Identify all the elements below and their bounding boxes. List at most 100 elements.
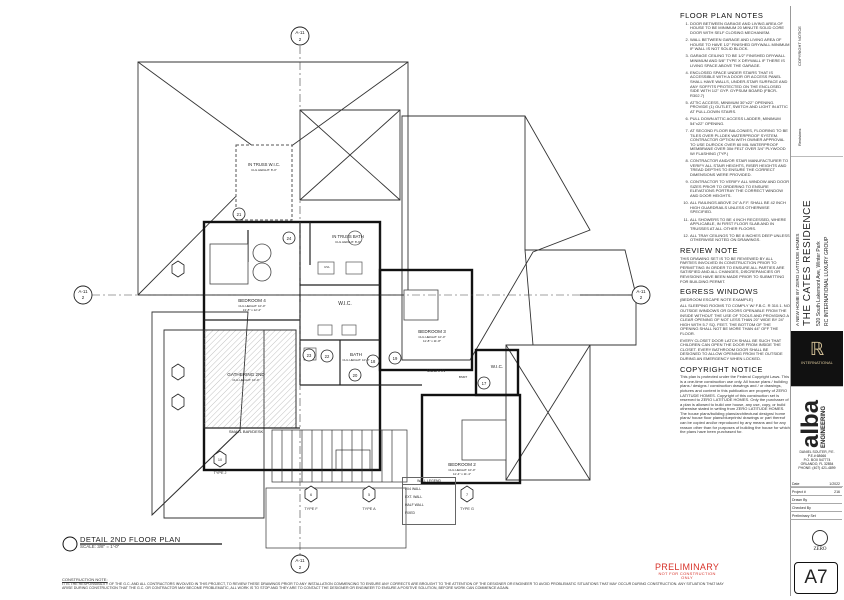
note-item: ATTIC ACCESS, MINIMUM 30"x22" OPENING. P… <box>690 100 790 115</box>
note-item: CONTRACTOR AND/OR STAIR MANUFACTURER TO … <box>690 158 790 177</box>
wall-legend: WALL LEGEND 2X4 WALL EXT. WALL HALF WALL… <box>402 477 456 525</box>
room-wic: W.I.C. <box>338 301 352 307</box>
egress-section: EGRESS WINDOWS (BEDROOM ESCAPE NOTE EXAM… <box>680 287 790 361</box>
tag-num-f: 6 <box>310 493 312 497</box>
room-small-bar-desk: SMALL BAR/DESK <box>229 429 264 434</box>
room-uvl: UVL <box>324 265 330 269</box>
tag-24: 24 <box>287 236 292 241</box>
note-item: AT SECOND FLOOR BALCONIES, FLOORING TO B… <box>690 128 790 157</box>
grid-axes <box>92 46 632 560</box>
revisions-box: COPYRIGHT NOTICE Revisions <box>791 6 843 157</box>
room-in-truss-wic: IN TRUSS W.I.C. <box>248 162 280 167</box>
room-in-truss-bath-height: CLG HEIGHT: 8'-6" <box>335 240 361 244</box>
egress-sub: (BEDROOM ESCAPE NOTE EXAMPLE) <box>680 296 753 302</box>
info-label: Checked By <box>792 505 811 510</box>
room-in-truss-bath: IN TRUSS BATH <box>332 234 364 239</box>
gathering-area <box>203 329 297 429</box>
tag-20: 20 <box>353 373 358 378</box>
legend-row: FIXED <box>403 509 455 517</box>
info-row: Preliminary Set <box>790 512 842 520</box>
drawing-scale: SCALE: 3/8" = 1'-0" <box>80 544 120 549</box>
info-label: Date <box>792 481 800 486</box>
engineer-line: ORLANDO, FL 32854 <box>800 462 834 466</box>
construction-note: CONSTRUCTION NOTE: IT IS THE RESPONSIBIL… <box>62 578 728 591</box>
project-group: RC INTERNATIONAL LUXURY GROUP <box>824 236 830 326</box>
type-g-label: TYPE G <box>460 507 474 511</box>
stairs <box>265 429 408 549</box>
copyright-section: COPYRIGHT NOTICE This plan is protected … <box>680 364 790 435</box>
tag-num-a: 5 <box>368 493 370 497</box>
floor-plan-notes-list: DOOR BETWEEN GARAGE AND LIVING AREA OF H… <box>680 21 790 243</box>
legend-label: HALF WALL <box>405 503 424 507</box>
tag-num-g: 7 <box>466 493 468 497</box>
marker-axis-right: 2 <box>640 295 643 300</box>
project-address: 520 South Lakemont Ave, Winter Park <box>816 241 822 326</box>
room-bedroom-2-height: CLG HEIGHT: 10'-0" <box>448 468 475 472</box>
note-item: ALL SHOWERS TO BE 4 INCH RECESSED, WHERE… <box>690 217 790 232</box>
copyright-text: This plan is protected under the Federal… <box>680 374 790 435</box>
info-row: Checked By <box>790 504 842 512</box>
note-item: ALL TRAY CEILINGS TO BE 8 INCHES DEEP UN… <box>690 233 790 243</box>
type-j-label: TYPE J <box>214 471 227 475</box>
room-bedroom-3: BEDROOM 3 <box>418 329 446 334</box>
notes-column: FLOOR PLAN NOTES DOOR BETWEEN GARAGE AND… <box>680 11 790 574</box>
type-a-label: TYPE A <box>362 507 376 511</box>
preliminary-text: PRELIMINARY <box>655 562 720 572</box>
room-bedroom-4: BEDROOM 4 <box>238 298 266 303</box>
room-bath: BATH <box>350 352 362 357</box>
tag-23: 23 <box>307 353 312 358</box>
marker-axis-top: 2 <box>299 37 302 42</box>
room-bedroom-3-height: CLG HEIGHT: 10'-0" <box>418 335 445 339</box>
info-label: Preliminary Set <box>792 513 816 518</box>
drawing-title-block: DETAIL 2ND FLOOR PLAN SCALE: 3/8" = 1'-0… <box>80 535 181 549</box>
project-name: THE CATES RESIDENCE <box>802 200 813 326</box>
engineer-brand-2: ENGINEERING <box>821 405 827 448</box>
marker-axis-left: 2 <box>82 295 85 300</box>
detail-title-bubble <box>62 536 78 552</box>
note-item: WALL BETWEEN GARAGE AND LIVING AREA OF H… <box>690 37 790 52</box>
preliminary-sub-2: ONLY <box>681 575 693 580</box>
copyright-heading: COPYRIGHT NOTICE <box>680 364 763 374</box>
note-item: GARAGE CEILING TO BE 1/2" FINISHED DRYWA… <box>690 54 790 68</box>
engineer-line: P.E.# 68666 <box>807 454 827 458</box>
construction-note-text: IT IS THE RESPONSIBILITY OF THE G.C. AND… <box>62 582 724 590</box>
zero-logo-text: ZERO <box>813 547 827 552</box>
rc-logo: ℝ INTERNATIONAL <box>791 331 843 387</box>
type-f-label: TYPE F <box>304 507 318 511</box>
construction-note-label: CONSTRUCTION NOTE: <box>62 577 108 582</box>
review-note-text: THIS DRAWING SET IS TO BE REVIEWED BY AL… <box>680 255 785 284</box>
info-label: Project # <box>792 489 806 494</box>
roof-outline <box>137 61 637 519</box>
legend-label: 2X4 WALL <box>405 487 422 491</box>
marker-top: A-11 <box>295 30 305 35</box>
note-item: PULL DOWN ATTIC ACCESS LADDER, MINIMUM 5… <box>690 116 790 126</box>
copyright-label: COPYRIGHT NOTICE <box>797 26 802 66</box>
engineer-line: PHONE: (407) 421-4899 <box>798 466 836 470</box>
note-item: ENCLOSED SPACE UNDER STAIRS THAT IS ACCE… <box>690 70 790 99</box>
note-item: DOOR BETWEEN GARAGE AND LIVING AREA OF H… <box>690 21 790 36</box>
tag-22: 22 <box>325 354 330 359</box>
legend-row: EXT. WALL <box>403 493 455 501</box>
bath-fixtures <box>303 230 363 361</box>
info-label: Drawn By <box>792 497 808 502</box>
section-marker-labels: A-11 A-11 A-11 A-11 2 2 2 2 <box>78 30 646 570</box>
tag-19: 19 <box>393 356 398 361</box>
room-bedroom-4-height: CLG HEIGHT: 10'-0" <box>238 304 265 308</box>
tag-num-j: 10 <box>218 458 222 462</box>
section-markers <box>73 26 651 574</box>
room-wic-2: W.I.C. <box>491 364 504 369</box>
egress-text: ALL SLEEPING ROOMS TO COMPLY W/ F.B.C. R… <box>680 303 790 336</box>
egress-heading: EGRESS WINDOWS <box>680 287 759 297</box>
legend-label: FIXED <box>405 511 415 515</box>
floor-plan-notes-heading: FLOOR PLAN NOTES <box>680 11 764 20</box>
tag-21a: 21 <box>237 212 242 217</box>
project-name-box: A NEW HOME BY ZERO LATITUDE HOMES THE CA… <box>791 156 843 332</box>
info-row: Project #216 <box>790 488 842 496</box>
room-bedroom-3-size: 11'-8" x 11'-8" <box>423 339 441 343</box>
room-bedroom-4-size: 13'-8" x 12'-2" <box>243 308 261 312</box>
rc-logo-text: INTERNATIONAL <box>801 360 833 365</box>
preliminary-stamp: PRELIMINARY NOT FOR CONSTRUCTION ONLY <box>655 562 719 580</box>
